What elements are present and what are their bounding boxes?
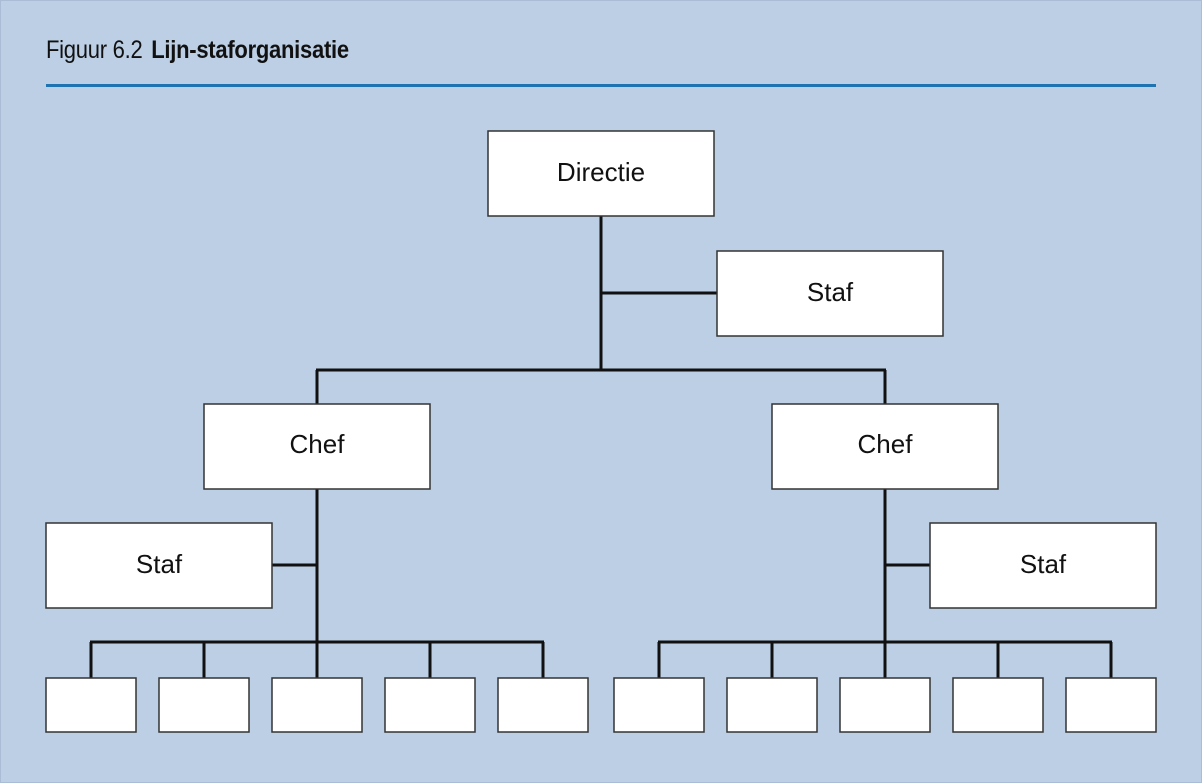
title-rule [46,84,1156,87]
directie-label: Directie [557,157,645,187]
staf-left-label: Staf [136,549,183,579]
unit-box-right-1 [613,677,705,733]
figure-number: Figuur 6.2 [46,36,143,64]
unit-box-left-2 [158,677,250,733]
figure-name: Lijn-staforganisatie [151,36,349,64]
boxes [45,130,1157,733]
unit-box-left-3 [271,677,363,733]
unit-box-left-1 [45,677,137,733]
staf-top-label: Staf [807,277,854,307]
unit-box-left-4 [384,677,476,733]
unit-box-right-4 [952,677,1044,733]
connector-lines [89,216,1113,678]
staf-right-label: Staf [1020,549,1067,579]
chef-right-box [771,403,999,490]
staf-left-box [45,522,273,609]
figure-title: Figuur 6.2 Lijn-staforganisatie [46,36,349,65]
staf-top-box [716,250,944,337]
unit-box-right-5 [1065,677,1157,733]
staf-right-box [929,522,1157,609]
chef-right-label: Chef [858,429,914,459]
unit-box-left-5 [497,677,589,733]
unit-box-right-3 [839,677,931,733]
chef-left-label: Chef [290,429,346,459]
chef-left-box [203,403,431,490]
unit-box-right-2 [726,677,818,733]
directie-box [487,130,715,217]
